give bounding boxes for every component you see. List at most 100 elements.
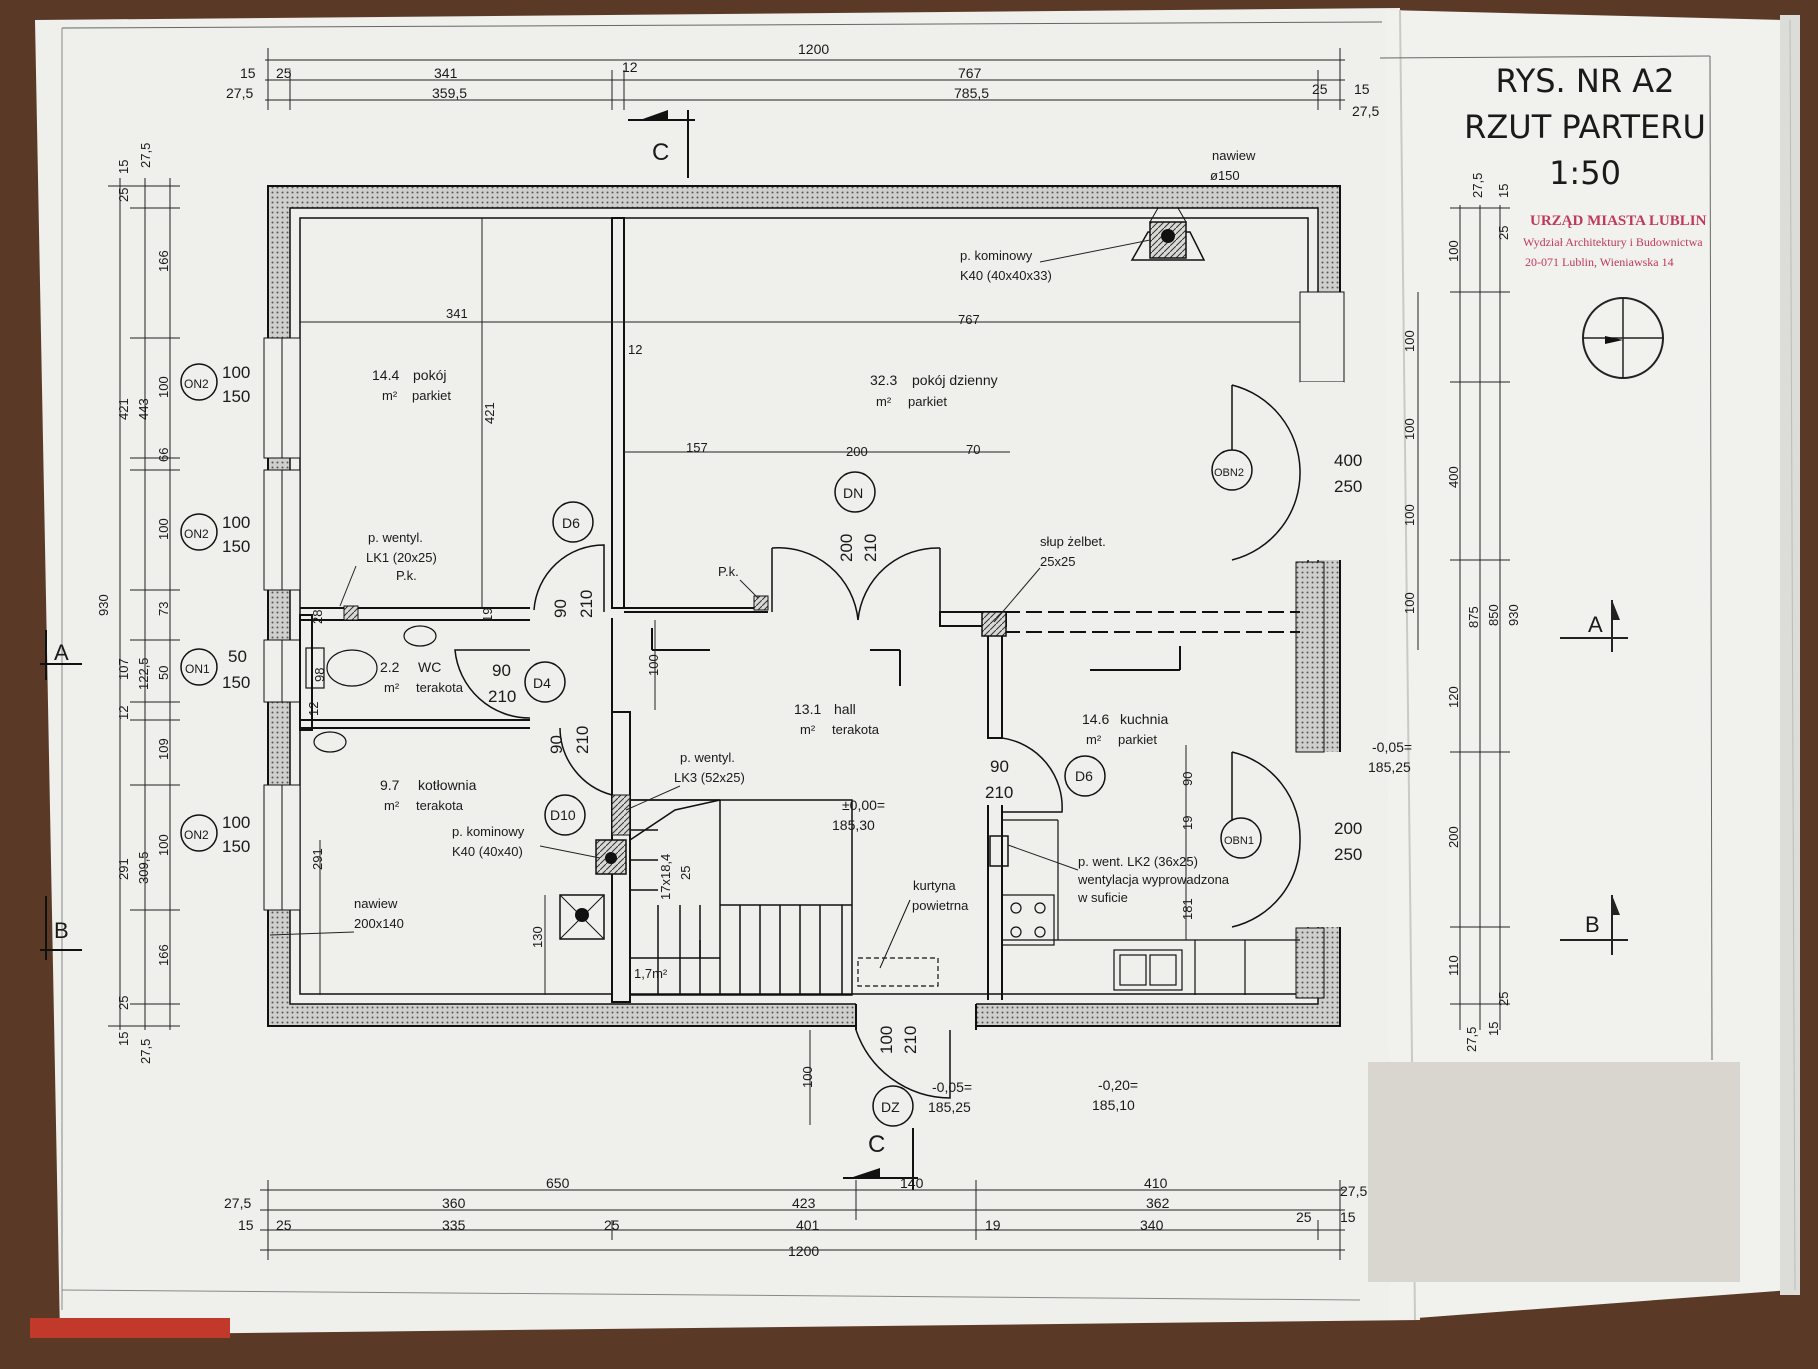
dim-bot-c401: 401 [796, 1217, 820, 1233]
window-h-1: 150 [222, 387, 250, 406]
room-hall-name: hall [834, 701, 856, 717]
dim-in-i12: 12 [628, 342, 642, 357]
room-pokoj-unit: m² [382, 388, 398, 403]
dimension-lines [108, 48, 1510, 1260]
note-slup-2: 25x25 [1040, 554, 1075, 569]
dim-bot-c340: 340 [1140, 1217, 1164, 1233]
dim-top-a15: 15 [240, 65, 256, 81]
room-kotlownia-area: 9.7 [380, 777, 400, 793]
annotation-notes: nawiew ø150 p. kominowy K40 (40x40x33) p… [354, 148, 1256, 981]
room-dzienny-unit: m² [876, 394, 892, 409]
room-pokoj-floor: parkiet [412, 388, 451, 403]
dim-bot-c25c: 25 [1296, 1209, 1312, 1225]
level-out-2: 185,10 [1092, 1097, 1135, 1113]
window-tag-4: ON2 [184, 828, 209, 842]
dims-top: 1200 15 25 341 12 767 25 15 27,5 359,5 7… [226, 41, 1379, 119]
dim-left-o25b: 25 [116, 996, 131, 1010]
window-h-6: 250 [1334, 845, 1362, 864]
north-arrow [1582, 297, 1664, 379]
window-w-5: 400 [1334, 451, 1362, 470]
dim-bot-c15: 15 [238, 1217, 254, 1233]
rc-column [981, 611, 1007, 637]
dim-bot-c25b: 25 [604, 1217, 620, 1233]
room-dzienny-name: pokój dzienny [912, 372, 998, 388]
dim-bot-total: 1200 [788, 1243, 819, 1259]
window-h-4: 150 [222, 837, 250, 856]
dims-left: 27,5 15 25 166 100 66 100 73 50 12 109 1… [96, 143, 171, 1064]
dim-in-i28: 28 [310, 610, 325, 624]
wc-fittings [305, 625, 437, 753]
sheet-scale: 1:50 [1549, 154, 1621, 192]
chimney-top [1130, 207, 1206, 261]
dim-top-a25b: 25 [1312, 81, 1328, 97]
dim-right-s25b: 25 [1496, 992, 1511, 1006]
vent-lk2 [989, 835, 1009, 867]
dim-in-i98: 98 [312, 668, 327, 682]
stamp-line1: URZĄD MIASTA LUBLIN [1530, 213, 1707, 229]
door-w-dn: 200 [837, 534, 856, 562]
room-dzienny: 32.3 pokój dzienny m² parkiet [870, 372, 998, 409]
window-labels: ON2 100 150 ON2 100 150 ON1 50 150 ON2 1… [184, 363, 1362, 864]
dim-top-a25: 25 [276, 65, 292, 81]
dim-top-b275: 27,5 [226, 85, 253, 101]
window-h-3: 150 [222, 673, 250, 692]
note-wentyl-lk3-1: p. wentyl. [680, 750, 735, 765]
window-tag-2: ON2 [184, 527, 209, 541]
section-label-a-right: A [1588, 612, 1603, 637]
vent-pk [753, 595, 769, 611]
dim-bot-c335: 335 [442, 1217, 466, 1233]
dim-in-i19: 19 [480, 608, 495, 622]
note-stairs: 17x18,4 [658, 854, 673, 900]
dim-left-o275: 27,5 [138, 143, 153, 168]
dim-top-a767: 767 [958, 65, 982, 81]
room-pokoj: 14.4 pokój m² parkiet [372, 367, 451, 403]
dim-in-i291: 291 [310, 848, 325, 870]
dim-bot-b423: 423 [792, 1195, 816, 1211]
dim-right-s15b: 15 [1486, 1022, 1501, 1036]
door-tag-d6-left: D6 [562, 515, 580, 531]
room-kotlownia-name: kotłownia [418, 777, 477, 793]
section-marker-a-right: A [1560, 600, 1628, 652]
note-went-lk2-2: wentylacja wyprowadzona [1077, 872, 1230, 887]
note-nawiew-low-2: 200x140 [354, 916, 404, 931]
door-tag-d6-right: D6 [1075, 768, 1093, 784]
dim-left-o109: 109 [156, 738, 171, 760]
note-wentyl-lk1-2: LK1 (20x25) [366, 550, 437, 565]
room-kuchnia-unit: m² [1086, 732, 1102, 747]
dim-right-s110: 110 [1446, 955, 1461, 976]
window-w-1: 100 [222, 363, 250, 382]
dim-right-s930: 930 [1506, 604, 1521, 626]
section-marker-b-right: B [1560, 895, 1628, 955]
room-kuchnia-floor: parkiet [1118, 732, 1157, 747]
room-kotlownia-floor: terakota [416, 798, 464, 813]
note-kurtyna-2: powietrna [912, 898, 969, 913]
note-nawiew-top-1: nawiew [1212, 148, 1256, 163]
room-pokoj-area: 14.4 [372, 367, 399, 383]
leader-lines [269, 239, 1151, 936]
air-curtain [857, 957, 939, 987]
dims-inner: 341 767 12 421 157 200 70 28 19 98 12 29… [306, 306, 1195, 1088]
dim-in-i100: 100 [646, 654, 661, 676]
level-out-1: -0,20= [1098, 1077, 1138, 1093]
dim-in-i12b: 12 [306, 702, 321, 716]
section-marker-c-top: C [628, 110, 695, 178]
section-marker-a-left: A [40, 630, 82, 680]
dim-in-i200: 200 [846, 444, 868, 459]
level-right-2: 185,25 [1368, 759, 1411, 775]
room-wc-unit: m² [384, 680, 400, 695]
room-wc-area: 2.2 [380, 659, 400, 675]
level-dz-1: -0,05= [932, 1079, 972, 1095]
dim-in-i157: 157 [686, 440, 708, 455]
dim-left-o15b: 15 [116, 1032, 131, 1046]
dim-right-s850: 850 [1486, 604, 1501, 626]
room-hall: 13.1 hall m² terakota [794, 701, 880, 737]
dim-left-o100b: 100 [156, 518, 171, 540]
dim-left-m443: 443 [136, 398, 151, 420]
door-h-d6-right: 210 [985, 783, 1013, 802]
dim-bot-b362: 362 [1146, 1195, 1170, 1211]
dim-left-m3095: 309,5 [136, 851, 151, 884]
door-h-d10: 210 [573, 726, 592, 754]
dim-right-s15: 15 [1496, 184, 1511, 198]
redaction-patch [1368, 1062, 1740, 1282]
window-w-6: 200 [1334, 819, 1362, 838]
